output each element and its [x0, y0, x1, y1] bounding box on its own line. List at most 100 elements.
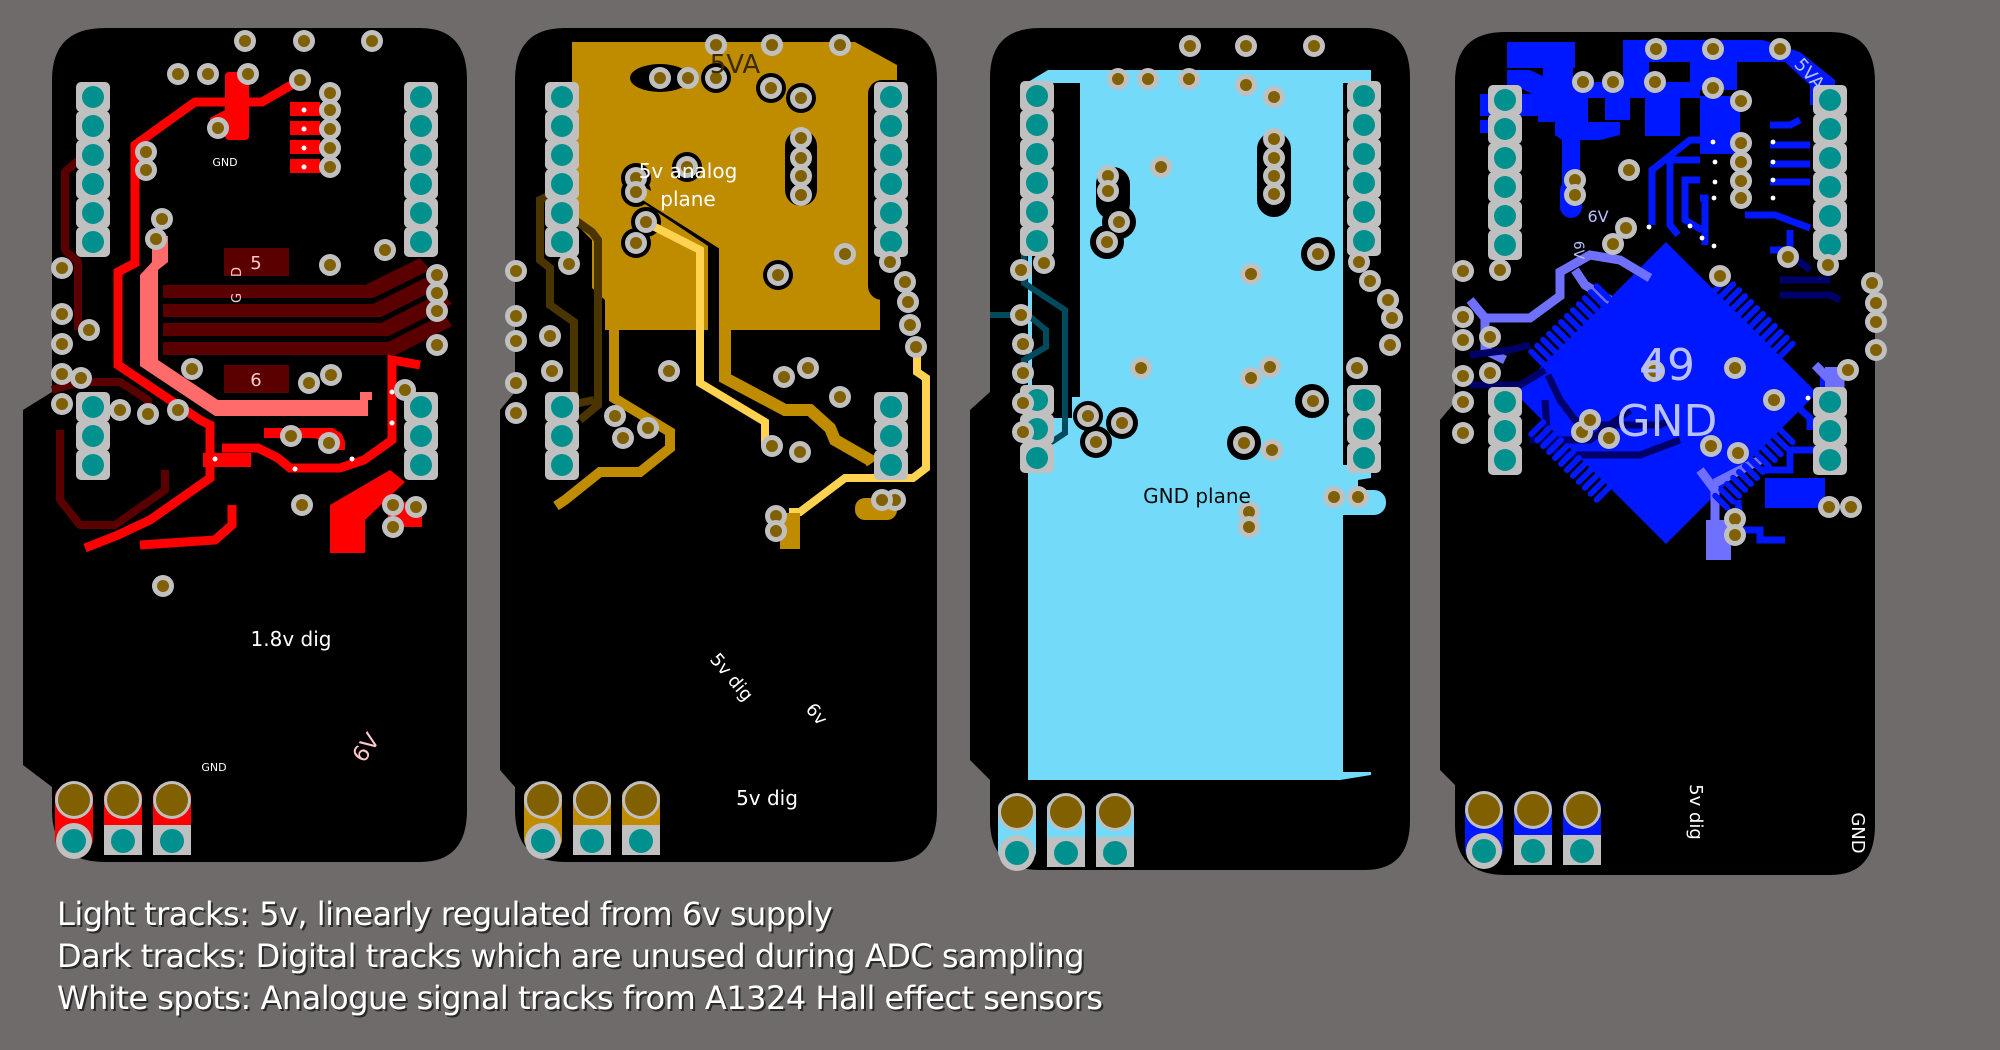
label-gnd-vertical: GND [1847, 812, 1868, 853]
via [1033, 252, 1055, 274]
header-pad [1488, 445, 1522, 475]
chip-pin [1724, 287, 1743, 306]
via [1359, 270, 1381, 292]
chip-pin [1718, 281, 1737, 300]
header-pad [1813, 114, 1847, 144]
via [1489, 259, 1511, 281]
via [374, 239, 396, 261]
via [1730, 187, 1752, 209]
header-pad [404, 198, 438, 228]
via [1263, 147, 1285, 169]
header-pad [1813, 230, 1847, 260]
via [320, 364, 342, 386]
legend-white-spots: White spots: Analogue signal tracks from… [57, 979, 1103, 1017]
via [1618, 159, 1640, 181]
via [541, 360, 563, 382]
header-pad [874, 140, 908, 170]
via [280, 425, 302, 447]
board-blue-bottom-copper: 5VA 6V 6V 49 GND 5v dig GND [1440, 32, 1887, 875]
legend-dark-tracks: Dark tracks: Digital tracks which are un… [57, 937, 1085, 975]
label-gnd-bottom: GND [201, 761, 226, 774]
connector-pad [998, 793, 1036, 871]
via [1261, 439, 1283, 461]
via [558, 253, 580, 275]
via [1724, 508, 1746, 530]
board-cyan-gnd-plane: GND plane [970, 28, 1410, 871]
via [897, 291, 919, 313]
tracks-gold [536, 184, 930, 525]
via [207, 117, 229, 139]
via [1452, 306, 1474, 328]
via [790, 87, 812, 109]
via [1179, 35, 1201, 57]
header-pad [76, 82, 110, 112]
via [761, 435, 783, 457]
via [1602, 233, 1624, 255]
chip-pin [1747, 310, 1766, 329]
label-5va: 5VA [710, 50, 761, 80]
header-pad [1488, 201, 1522, 231]
via [1865, 339, 1887, 361]
via [1598, 427, 1620, 449]
via [1240, 263, 1262, 285]
header-pad [1488, 143, 1522, 173]
via [1452, 391, 1474, 413]
via [1263, 128, 1285, 150]
gnd-island [1306, 490, 1386, 515]
chip-pin [1563, 454, 1582, 473]
via [361, 30, 383, 52]
header-pad [874, 169, 908, 199]
connector-pad [1047, 793, 1085, 867]
via [1645, 38, 1667, 60]
via [1452, 260, 1474, 282]
header-pad [76, 450, 110, 480]
header-pad [404, 392, 438, 422]
connector-pad [1514, 791, 1552, 865]
via [1865, 311, 1887, 333]
via [1763, 389, 1785, 411]
header-pad [874, 450, 908, 480]
label-chip-49: 49 [1639, 340, 1695, 391]
via [426, 334, 448, 356]
chip-pin [1546, 437, 1565, 456]
header-pad [1813, 201, 1847, 231]
via [625, 181, 647, 203]
via [1579, 409, 1601, 431]
chip-pin [1593, 484, 1612, 503]
via [319, 82, 341, 104]
connector-pad [1096, 793, 1134, 867]
chip-pin [1736, 299, 1755, 318]
header-pad [1020, 226, 1054, 256]
via [1259, 356, 1281, 378]
vias [51, 30, 448, 597]
chip-pin [1771, 334, 1790, 353]
via [1323, 486, 1345, 508]
via [1240, 367, 1262, 389]
rail-1v8-track [140, 236, 372, 416]
via [790, 165, 812, 187]
connector-pad [573, 781, 611, 855]
chip-pin [1581, 472, 1600, 491]
via [152, 575, 174, 597]
legend: Light tracks: 5v, linearly regulated fro… [57, 893, 1103, 1019]
chip-pin [1558, 449, 1576, 467]
via [705, 34, 727, 56]
via [51, 333, 73, 355]
via [1644, 71, 1666, 93]
header-pad [545, 82, 579, 112]
via [790, 127, 812, 149]
via [1107, 68, 1129, 90]
chip-pin [1730, 293, 1749, 312]
via [871, 489, 893, 511]
via [899, 314, 921, 336]
label-5v-dig-vertical: 5v dig [1685, 784, 1706, 840]
via [1346, 357, 1368, 379]
chip-pin [1534, 342, 1553, 361]
via [1096, 231, 1118, 253]
via [637, 417, 659, 439]
header-pad [1347, 197, 1381, 227]
header-pad [874, 82, 908, 112]
via [829, 386, 851, 408]
header-pads [1488, 85, 1847, 475]
via [1709, 265, 1731, 287]
